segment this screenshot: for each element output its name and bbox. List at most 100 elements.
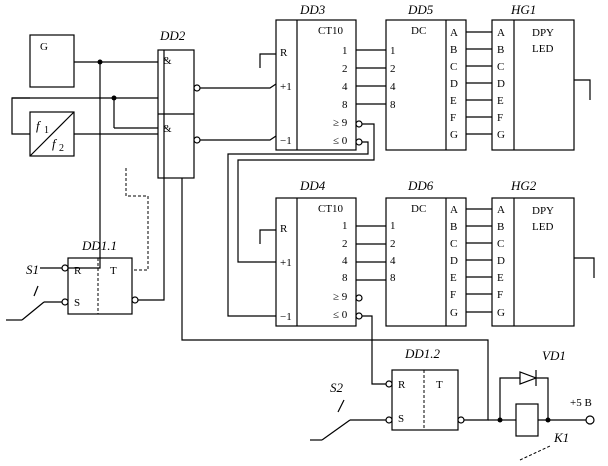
dd4-plus: +1 — [280, 257, 292, 269]
hg1-in-f: F — [497, 112, 503, 124]
dd5-in-2: 2 — [390, 63, 396, 75]
dd6-out-f: F — [450, 289, 456, 301]
hg2-in-a: A — [497, 204, 505, 216]
dd5-out-c: C — [450, 61, 457, 73]
dd4-out-2: 2 — [342, 238, 348, 250]
dd6-out-e: E — [450, 272, 457, 284]
dd4-ge9: ≥ 9 — [333, 291, 348, 303]
dd5-out-g: G — [450, 129, 458, 141]
k1-label: K1 — [553, 430, 569, 445]
dd5-out-e: E — [450, 95, 457, 107]
dd1-2-t: T — [436, 379, 443, 391]
dd3-title: DD3 — [299, 2, 326, 17]
hg2-in-e: E — [497, 272, 504, 284]
s1-label: S1 — [26, 262, 39, 277]
s2-label: S2 — [330, 380, 344, 395]
dd4-out-4: 4 — [342, 255, 348, 267]
dd6-chip: DC — [411, 203, 426, 215]
dd3-chip: CT10 — [318, 25, 344, 37]
dd3-minus: −1 — [280, 135, 292, 147]
dd3-out-2: 2 — [342, 63, 348, 75]
vd1-label: VD1 — [542, 348, 566, 363]
dd3-out-4: 4 — [342, 81, 348, 93]
generator-label: G — [40, 41, 48, 53]
hg2-chip-dpy: DPY — [532, 205, 554, 217]
dd5-in-1: 1 — [390, 45, 396, 57]
dd1-2-block: DD1.2 R S T — [385, 346, 465, 431]
dd4-block: DD4 CT10 R +1 −1 1 2 4 8 ≥ 9 ≤ 0 — [275, 178, 363, 327]
hg2-in-d: D — [497, 255, 505, 267]
dd5-in-8: 8 — [390, 99, 396, 111]
hg1-in-d: D — [497, 78, 505, 90]
hg2-title: HG2 — [510, 178, 537, 193]
divider-f2: f — [52, 136, 58, 151]
divider-f1-sub: 1 — [44, 125, 49, 136]
dd1-2-s: S — [398, 413, 404, 425]
dd5-out-d: D — [450, 78, 458, 90]
dd6-in-2: 2 — [390, 238, 396, 250]
dd4-minus: −1 — [280, 311, 292, 323]
dd2-title: DD2 — [159, 28, 186, 43]
dd3-out-1: 1 — [342, 45, 348, 57]
dd3-out-8: 8 — [342, 99, 348, 111]
dd5-out-f: F — [450, 112, 456, 124]
dd2-gate1-symbol: & — [163, 55, 172, 67]
dd6-title: DD6 — [407, 178, 434, 193]
hg1-in-b: B — [497, 44, 504, 56]
divider-f2-sub: 2 — [59, 143, 64, 154]
hg2-in-f: F — [497, 289, 503, 301]
dd6-out-c: C — [450, 238, 457, 250]
dd4-title: DD4 — [299, 178, 326, 193]
hg1-in-e: E — [497, 95, 504, 107]
dd2-gate2-symbol: & — [163, 123, 172, 135]
hg2-in-b: B — [497, 221, 504, 233]
dd1-1-r: R — [74, 265, 82, 277]
dd3-ge9: ≥ 9 — [333, 117, 348, 129]
wiring — [6, 31, 595, 461]
dd6-out-d: D — [450, 255, 458, 267]
hg2-chip-led: LED — [532, 221, 553, 233]
dd1-1-t: T — [110, 265, 117, 277]
dd6-out-g: G — [450, 307, 458, 319]
divider-f1: f — [36, 118, 42, 133]
dd1-2-title: DD1.2 — [404, 346, 441, 361]
hg1-chip-dpy: DPY — [532, 27, 554, 39]
dd3-reset: R — [280, 47, 288, 59]
dd4-out-8: 8 — [342, 272, 348, 284]
supply-label: +5 В — [570, 397, 592, 409]
generator-block: G — [29, 34, 75, 88]
dd1-2-r: R — [398, 379, 406, 391]
hg1-in-a: A — [497, 27, 505, 39]
dd3-block: DD3 CT10 R +1 −1 1 2 4 8 ≥ 9 ≤ 0 — [275, 2, 363, 151]
divider-block: f 1 f 2 — [29, 111, 75, 157]
dd1-1-s: S — [74, 297, 80, 309]
dd5-chip: DC — [411, 25, 426, 37]
hg1-block: HG1 DPY LED A B C D E F G — [491, 2, 575, 151]
dd6-in-1: 1 — [390, 220, 396, 232]
dd4-le0: ≤ 0 — [333, 309, 348, 321]
dd5-title: DD5 — [407, 2, 434, 17]
dd5-out-b: B — [450, 44, 457, 56]
hg1-chip-led: LED — [532, 43, 553, 55]
hg2-block: HG2 DPY LED A B C D E F G — [491, 178, 575, 327]
hg1-in-c: C — [497, 61, 504, 73]
dd5-in-4: 4 — [390, 81, 396, 93]
dd4-chip: CT10 — [318, 203, 344, 215]
dd6-in-4: 4 — [390, 255, 396, 267]
dd6-block: DD6 DC 1 2 4 8 A B C D E F G — [385, 178, 467, 327]
hg1-in-g: G — [497, 129, 505, 141]
dd6-out-b: B — [450, 221, 457, 233]
hg2-in-g: G — [497, 307, 505, 319]
dd3-le0: ≤ 0 — [333, 135, 348, 147]
dd5-block: DD5 DC 1 2 4 8 A B C D E F G — [385, 2, 467, 151]
hg1-title: HG1 — [510, 2, 536, 17]
dd6-in-8: 8 — [390, 272, 396, 284]
dd4-out-1: 1 — [342, 220, 348, 232]
dd5-out-a: A — [450, 27, 458, 39]
hg2-in-c: C — [497, 238, 504, 250]
dd4-reset: R — [280, 223, 288, 235]
dd3-plus: +1 — [280, 81, 292, 93]
dd6-out-a: A — [450, 204, 458, 216]
dd1-1-title: DD1.1 — [81, 238, 117, 253]
